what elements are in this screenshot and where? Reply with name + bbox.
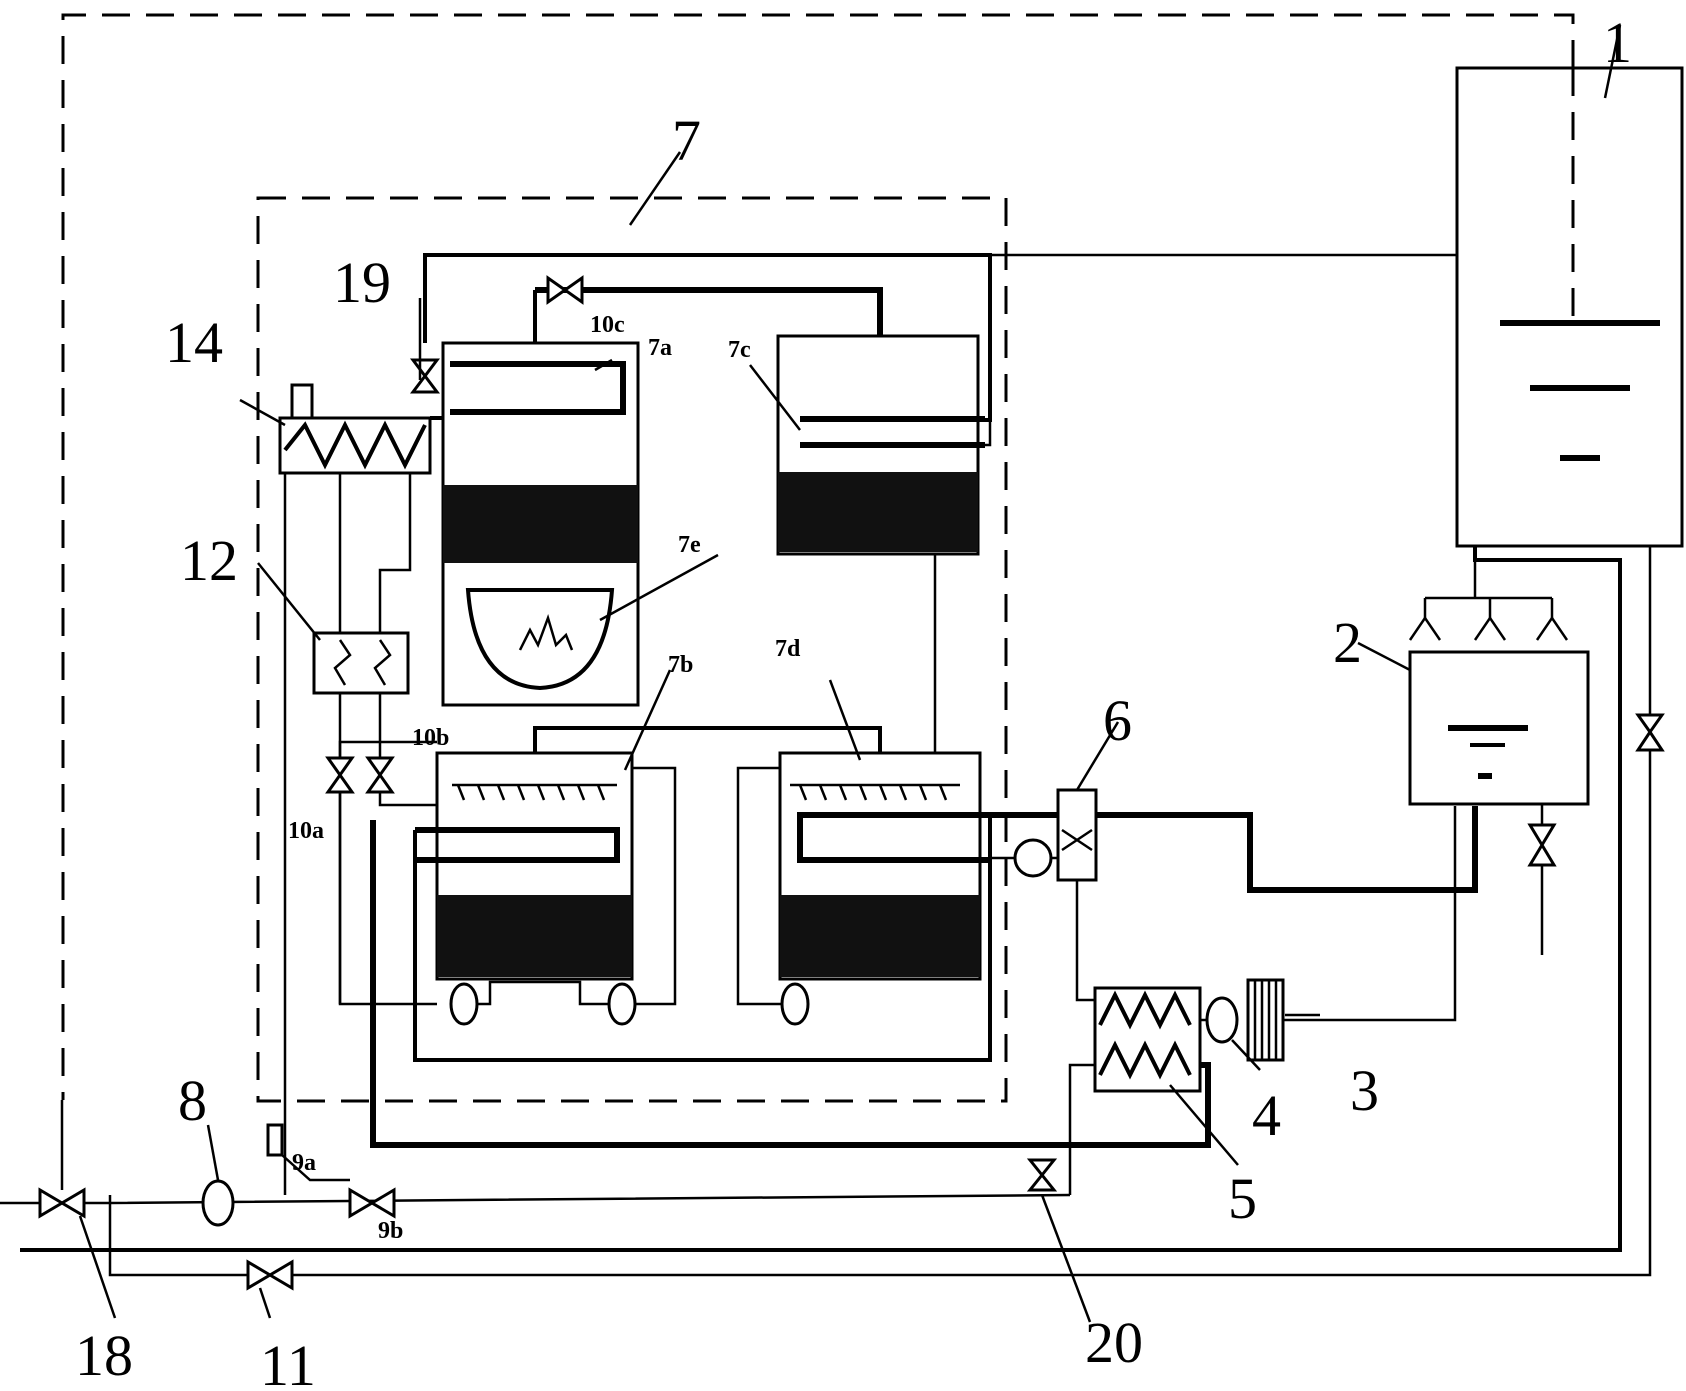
pump-4 bbox=[1205, 996, 1239, 1044]
label-7: 7 bbox=[672, 108, 701, 173]
filter-3 bbox=[1246, 978, 1285, 1062]
valve-18 bbox=[38, 1187, 86, 1219]
pipe-7b-7d-top bbox=[533, 726, 882, 753]
reactor-7a bbox=[441, 341, 640, 707]
label-18: 18 bbox=[75, 1323, 133, 1388]
pipe-2-3 bbox=[1283, 806, 1457, 1022]
valve-drain-2 bbox=[1527, 823, 1557, 867]
unit-14-heat-exchanger bbox=[278, 383, 432, 475]
pump-6 bbox=[1013, 838, 1053, 878]
pump-7d bbox=[780, 982, 810, 1026]
valve-10b bbox=[365, 756, 395, 794]
label-20: 20 bbox=[1085, 1310, 1143, 1375]
pump-7b-1 bbox=[449, 982, 479, 1026]
label-10c: 10c bbox=[590, 312, 625, 338]
pipe-6-down bbox=[1075, 880, 1095, 1002]
label-7b: 7b bbox=[668, 652, 693, 678]
label-4: 4 bbox=[1252, 1083, 1281, 1148]
label-12: 12 bbox=[180, 528, 238, 593]
valve-9b bbox=[348, 1187, 396, 1219]
unit-12 bbox=[312, 631, 410, 695]
pipe-bottom-main bbox=[0, 1193, 1071, 1205]
label-7d: 7d bbox=[775, 636, 801, 662]
label-10a: 10a bbox=[288, 818, 324, 844]
label-2: 2 bbox=[1333, 610, 1362, 675]
label-11: 11 bbox=[260, 1333, 316, 1391]
pipe-10c-line bbox=[535, 287, 883, 336]
reactor-7b bbox=[415, 751, 634, 981]
unit-6 bbox=[1056, 788, 1098, 882]
label-14: 14 bbox=[165, 310, 223, 375]
leader-lines bbox=[78, 24, 1622, 1323]
unit-5-heat-exchanger bbox=[1093, 986, 1202, 1093]
pipe-7d-loop bbox=[736, 766, 782, 1006]
valve-20 bbox=[1026, 1158, 1058, 1192]
valve-10a bbox=[325, 756, 355, 794]
valve-11 bbox=[246, 1259, 294, 1291]
label-9a: 9a bbox=[292, 1150, 316, 1176]
label-7a: 7a bbox=[648, 335, 672, 361]
label-8: 8 bbox=[178, 1068, 207, 1133]
pipe-1-to-loop bbox=[20, 546, 1622, 1252]
pipe-5-20 bbox=[1068, 1063, 1095, 1195]
valve-10c bbox=[546, 275, 584, 305]
pump-8 bbox=[201, 1179, 235, 1227]
label-5: 5 bbox=[1228, 1166, 1257, 1231]
label-9b: 9b bbox=[378, 1218, 403, 1244]
reactor-7d bbox=[778, 751, 990, 981]
pipe-7b-pump-loop bbox=[338, 740, 437, 1006]
label-1: 1 bbox=[1603, 10, 1632, 75]
label-3: 3 bbox=[1350, 1058, 1379, 1123]
pipe-7b-pump2 bbox=[477, 980, 609, 1006]
label-19: 19 bbox=[333, 250, 391, 315]
pipe-7d-out bbox=[990, 806, 1478, 893]
label-6: 6 bbox=[1103, 688, 1132, 753]
valve-19 bbox=[410, 358, 440, 394]
pipe-12-10b bbox=[378, 693, 437, 807]
label-10b: 10b bbox=[412, 725, 449, 751]
pipe-7c-return bbox=[978, 255, 992, 447]
valve-right-line bbox=[1635, 713, 1665, 752]
pipe-bottom-return bbox=[413, 815, 992, 1062]
reactor-7c bbox=[776, 334, 985, 556]
unit-1-tank bbox=[1455, 66, 1684, 548]
label-7e: 7e bbox=[678, 532, 701, 558]
pump-7b-2 bbox=[607, 982, 637, 1026]
sensor-9a bbox=[266, 1123, 284, 1157]
pipe-14-12-right bbox=[378, 473, 412, 633]
pipe-5-loop bbox=[370, 820, 1211, 1148]
pipe-1-right bbox=[108, 546, 1652, 1277]
unit-7-boundary bbox=[256, 196, 1008, 1103]
unit-2-cooling-basin bbox=[1408, 546, 1590, 806]
pipe-7b-loop bbox=[632, 766, 677, 1006]
label-7c: 7c bbox=[728, 337, 751, 363]
outer-control-boundary bbox=[61, 13, 1575, 1100]
